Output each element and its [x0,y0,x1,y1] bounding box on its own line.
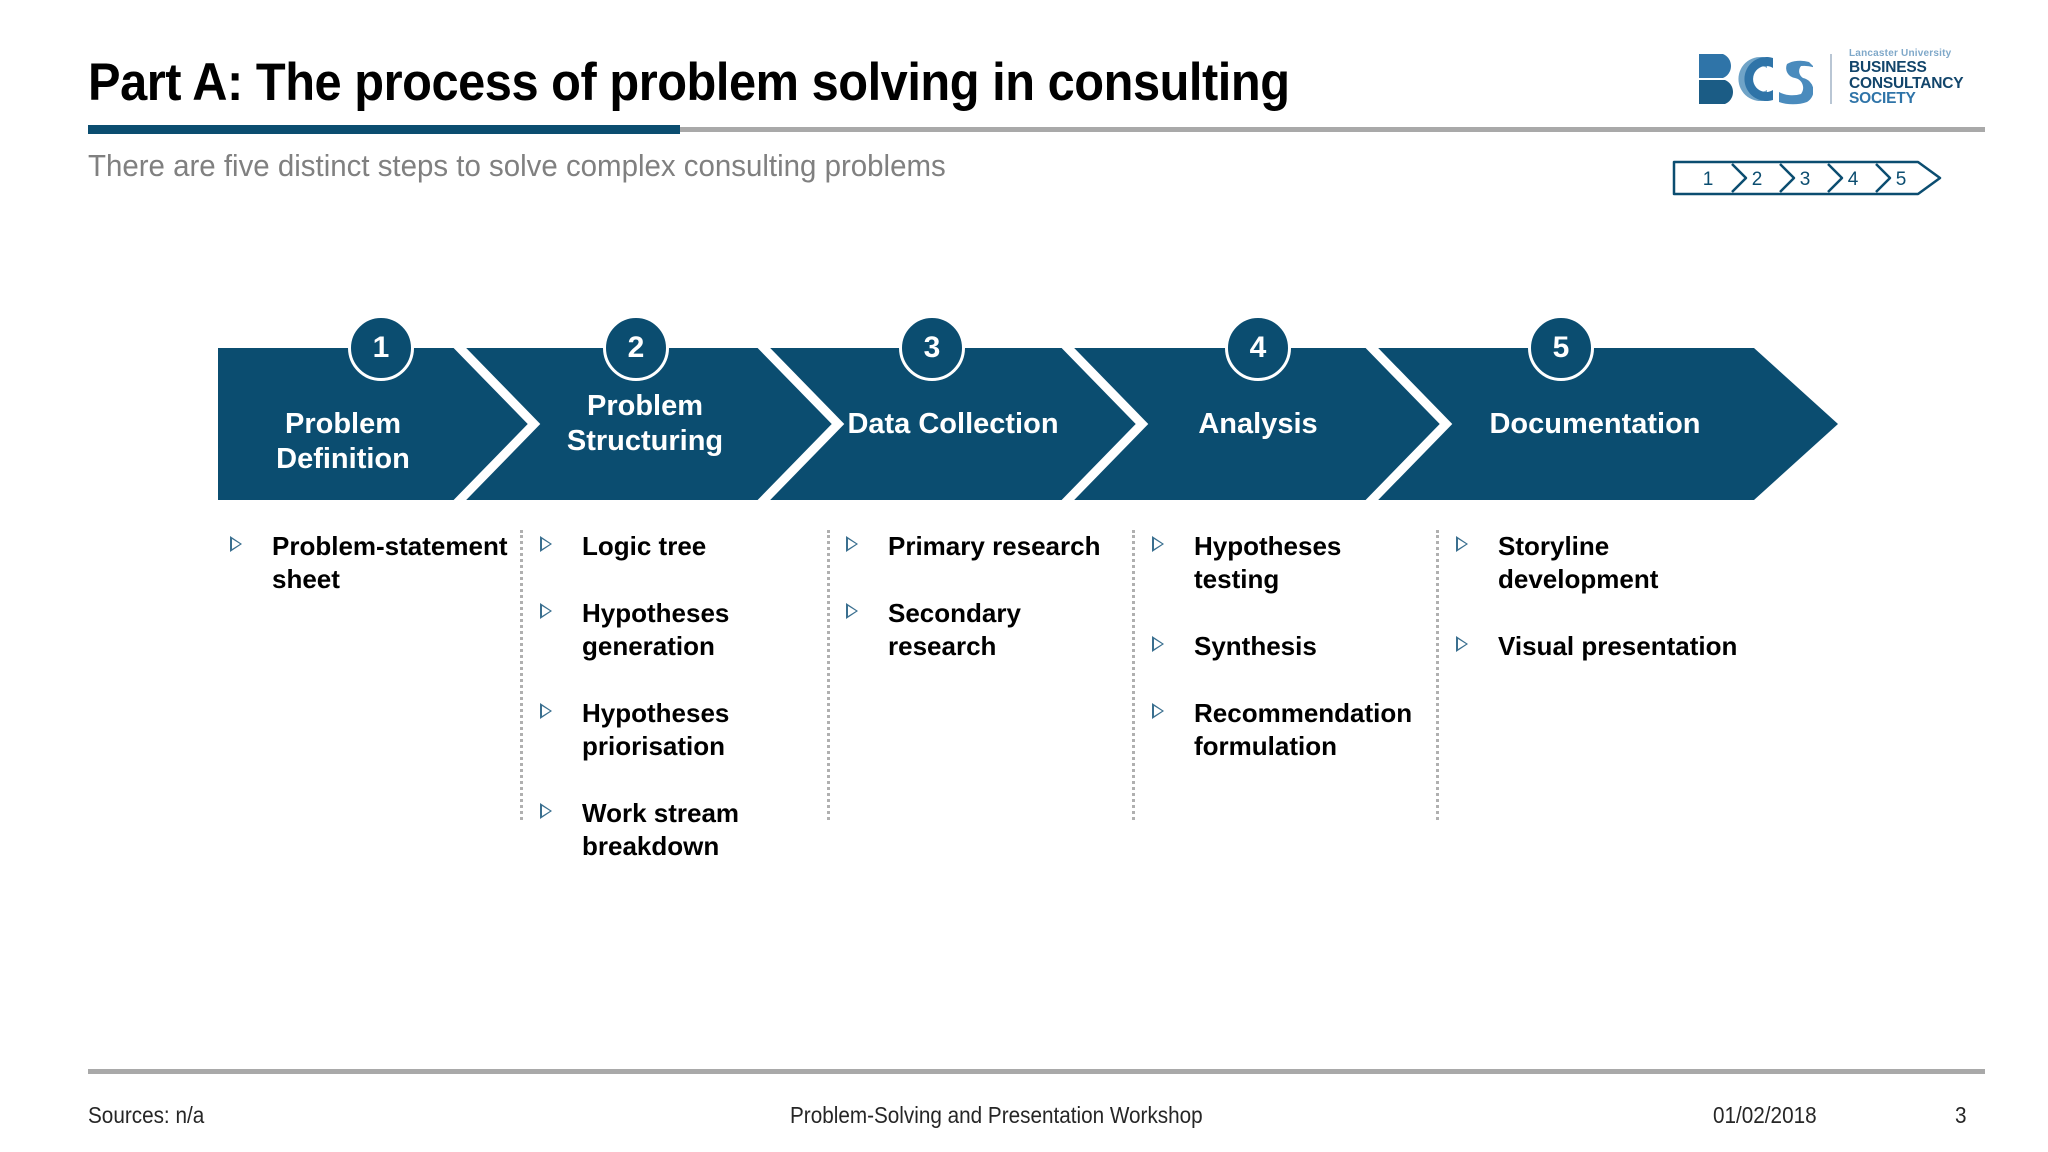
list-item: Storyline development [1456,530,1756,596]
triangle-bullet-inner-icon [848,606,856,616]
list-item: Primary research [846,530,1116,563]
detail-column-3: Primary research Secondary research [846,530,1116,687]
tracker-step-4: 4 [1848,169,1859,190]
footer-sources: Sources: n/a [88,1102,205,1128]
list-item: Hypotheses generation [540,597,815,663]
tracker-step-1: 1 [1703,169,1714,190]
bcs-logo-mark [1699,54,1813,105]
list-item: Problem-statement sheet [230,530,510,596]
triangle-bullet-inner-icon [1458,639,1466,649]
progress-tracker[interactable]: 1 2 3 4 5 [1672,160,1972,196]
page-title: Part A: The process of problem solving i… [88,53,1290,112]
footer-rule [88,1069,1985,1074]
process-step-label-3: Data Collection [847,408,1059,440]
process-step-circle-4: 4 [1225,315,1291,381]
triangle-bullet-inner-icon [1154,639,1162,649]
tracker-step-2: 2 [1752,169,1763,190]
title-rule-extension [680,127,1985,132]
triangle-bullet-inner-icon [1458,539,1466,549]
list-item: Hypotheses testing [1152,530,1427,596]
detail-column-5: Storyline development Visual presentatio… [1456,530,1756,687]
process-chevron-bar: Problem Definition Problem Structuring D… [218,315,1838,500]
detail-column-1: Problem-statement sheet [230,530,510,620]
triangle-bullet-inner-icon [232,539,240,549]
triangle-bullet-inner-icon [542,706,550,716]
triangle-bullet-inner-icon [1154,706,1162,716]
column-divider-2 [827,530,830,820]
process-step-circle-2: 2 [603,315,669,381]
detail-columns: Problem-statement sheet Logic tree Hypot… [218,530,1858,861]
list-item: Secondary research [846,597,1116,663]
column-divider-3 [1132,530,1135,820]
title-underline-rule [88,125,1985,134]
process-step-circle-3: 3 [899,315,965,381]
tracker-step-5: 5 [1896,169,1907,190]
triangle-bullet-inner-icon [542,606,550,616]
logo-university-name: Lancaster University [1849,48,1952,59]
chevron-separator-1 [453,348,541,500]
process-step-label-4: Analysis [1198,408,1318,440]
column-divider-1 [520,530,523,820]
list-item: Logic tree [540,530,815,563]
chevron-separator-4 [1365,348,1453,500]
triangle-bullet-inner-icon [848,539,856,549]
triangle-bullet-inner-icon [542,806,550,816]
footer-page-number: 3 [1955,1102,1967,1128]
list-item: Work stream breakdown [540,797,815,863]
tracker-step-3: 3 [1800,169,1811,190]
logo-text-block: Lancaster University BUSINESS CONSULTANC… [1849,48,1989,107]
bcs-logo: Lancaster University BUSINESS CONSULTANC… [1697,48,1987,110]
process-step-circle-1: 1 [348,315,414,381]
logo-society-name: BUSINESS CONSULTANCY SOCIETY [1849,60,1989,107]
list-item: Hypotheses priorisation [540,697,815,763]
title-rule-accent [88,125,680,134]
process-step-label-5: Documentation [1489,408,1701,440]
detail-column-4: Hypotheses testing Synthesis Recommendat… [1152,530,1427,787]
detail-column-2: Logic tree Hypotheses generation Hypothe… [540,530,815,887]
column-divider-4 [1436,530,1439,820]
logo-line-business: BUSINESS [1849,59,1927,76]
footer-date: 01/02/2018 [1713,1102,1817,1128]
footer-workshop-name: Problem-Solving and Presentation Worksho… [790,1102,1203,1128]
chevron-separator-2 [757,348,845,500]
process-step-label-2: Problem Structuring [566,390,724,457]
triangle-bullet-inner-icon [542,539,550,549]
logo-divider [1830,54,1832,104]
chevron-separator-3 [1061,348,1149,500]
list-item: Visual presentation [1456,630,1756,663]
logo-line-society: SOCIETY [1849,90,1916,107]
process-step-label-1: Problem Definition [276,408,410,475]
list-item: Recommendation formulation [1152,697,1427,763]
logo-line-consultancy: CONSULTANCY [1849,74,1964,92]
triangle-bullet-inner-icon [1154,539,1162,549]
process-step-circle-5: 5 [1528,315,1594,381]
list-item: Synthesis [1152,630,1427,663]
page-subtitle: There are five distinct steps to solve c… [88,148,946,183]
